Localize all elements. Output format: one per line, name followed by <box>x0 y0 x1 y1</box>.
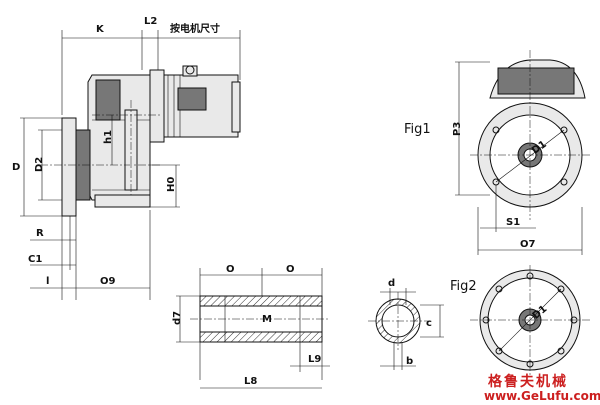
fig1-dim-S1: S1 <box>506 217 520 228</box>
dim-O-right: O <box>286 264 295 275</box>
dim-L9: L9 <box>308 354 321 365</box>
dim-L8: L8 <box>244 376 257 387</box>
dim-D: D <box>12 162 20 173</box>
thread-M: M <box>262 314 272 325</box>
terminal-box <box>177 87 207 111</box>
fig1-label: Fig1 <box>404 122 431 137</box>
fig1-dim-O7: O7 <box>520 239 536 250</box>
dim-d7: d7 <box>172 311 183 325</box>
side-view: K L2 按电机尺寸 D D2 <box>12 16 241 300</box>
watermark-url: www.GeLufu.com <box>484 389 600 403</box>
watermark-brand: 格鲁夫机械 <box>488 373 568 390</box>
fig2-front-view: Fig2 D1 <box>450 265 590 375</box>
fig1-front-view: Fig1 D1 P3 S1 O7 <box>404 50 590 255</box>
dim-c: c <box>426 318 432 329</box>
fig1-dim-P3: P3 <box>452 122 463 136</box>
fig2-label: Fig2 <box>450 279 477 294</box>
dim-C1: C1 <box>28 254 42 265</box>
dim-L2: L2 <box>144 16 157 27</box>
dim-H0: H0 <box>166 177 177 192</box>
dim-K: K <box>96 24 105 35</box>
output-flange <box>61 117 77 217</box>
dim-d: d <box>388 278 395 289</box>
hollow-shaft-section: O O M d7 L9 L8 <box>172 264 330 389</box>
dim-b: b <box>406 356 413 367</box>
dim-h1: h1 <box>103 130 114 144</box>
motor-flange <box>149 69 165 143</box>
motor-size-note: 按电机尺寸 <box>170 22 220 35</box>
dim-O9: O9 <box>100 276 116 287</box>
shaft-cross-section: d c b <box>368 278 444 370</box>
dim-O-left: O <box>226 264 235 275</box>
watermark: 格鲁夫机械 www.GeLufu.com <box>484 373 600 403</box>
dim-l: l <box>46 276 49 287</box>
dim-R: R <box>36 228 44 239</box>
dim-D2: D2 <box>34 157 45 172</box>
